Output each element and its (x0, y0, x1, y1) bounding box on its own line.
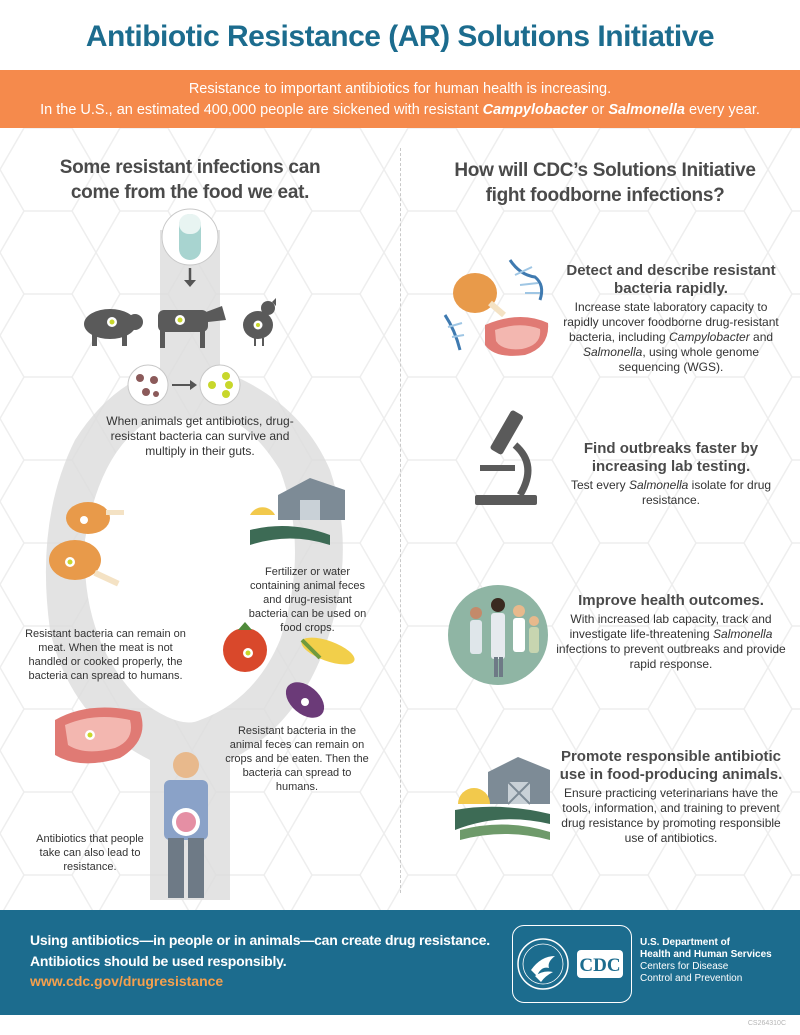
footer-message: Using antibiotics—in people or in animal… (30, 932, 490, 969)
right-column-heading: How will CDC’s Solutions Initiative figh… (454, 160, 756, 206)
solution-responsible-use: Promote responsible antibiotic use in fo… (555, 748, 787, 846)
solution-health-outcomes: Improve health outcomes. With increased … (555, 592, 787, 672)
cdc-logo-text: CDC (579, 955, 620, 976)
statistic-banner: Resistance to important antibiotics for … (0, 70, 800, 128)
people-antibiotics-description: Antibiotics that people take can also le… (36, 833, 144, 873)
footer: Using antibiotics—in people or in animal… (0, 910, 800, 1015)
solution-body: Test every Salmonella isolate for drug r… (570, 478, 772, 507)
hhs-seal-icon: CDC (517, 938, 623, 990)
microscope-icon (475, 410, 537, 505)
antibiotic-pill-icon (161, 208, 219, 266)
vegetables-icon (223, 622, 355, 718)
drugresistance-link[interactable]: www.cdc.gov/drugresistance (30, 973, 224, 989)
agency-name: U.S. Department of Health and Human Serv… (640, 937, 772, 984)
barn-farm-icon (455, 757, 550, 840)
banner-line-2: In the U.S., an estimated 400,000 people… (40, 102, 760, 118)
solution-title: Improve health outcomes. (578, 592, 764, 609)
person-with-gut-icon (164, 752, 208, 898)
solution-find-outbreaks: Find outbreaks faster by increasing lab … (560, 440, 782, 508)
chicken-drumstick-icon (49, 502, 124, 587)
solution-detect: Detect and describe resistant bacteria r… (560, 262, 782, 375)
food-chain-flow-diagram (45, 208, 355, 900)
guts-description: When animals get antibiotics, drug-resis… (106, 414, 294, 458)
solution-body: Increase state laboratory capacity to ra… (563, 300, 779, 374)
meat-description: Resistant bacteria can remain on meat. W… (25, 628, 186, 682)
dna-meat-icon (443, 259, 549, 356)
solution-body: Ensure practicing veterinarians have the… (561, 786, 781, 845)
solution-title: Find outbreaks faster by increasing lab … (583, 440, 759, 475)
steak-icon (55, 707, 143, 764)
solution-title: Promote responsible antibiotic use in fo… (559, 748, 783, 783)
hhs-cdc-logo: CDC (512, 925, 632, 1003)
page-title: Antibiotic Resistance (AR) Solutions Ini… (85, 20, 715, 53)
health-workers-icon (448, 585, 548, 685)
chicken-icon (243, 298, 276, 346)
solution-body: With increased lab capacity, track and i… (556, 612, 786, 671)
crops-description: Resistant bacteria in the animal feces c… (225, 725, 369, 793)
pig-icon (84, 309, 143, 346)
left-column-heading: Some resistant infections can come from … (59, 157, 321, 203)
barn-icon (250, 478, 345, 545)
cow-icon (158, 306, 226, 348)
solution-title: Detect and describe resistant bacteria r… (566, 262, 776, 297)
document-code: CS264310C (747, 1020, 786, 1027)
fertilizer-description: Fertilizer or water containing animal fe… (248, 566, 367, 634)
bacteria-survival-icon (127, 364, 241, 406)
banner-line-1: Resistance to important antibiotics for … (188, 81, 612, 97)
column-divider (400, 148, 401, 893)
